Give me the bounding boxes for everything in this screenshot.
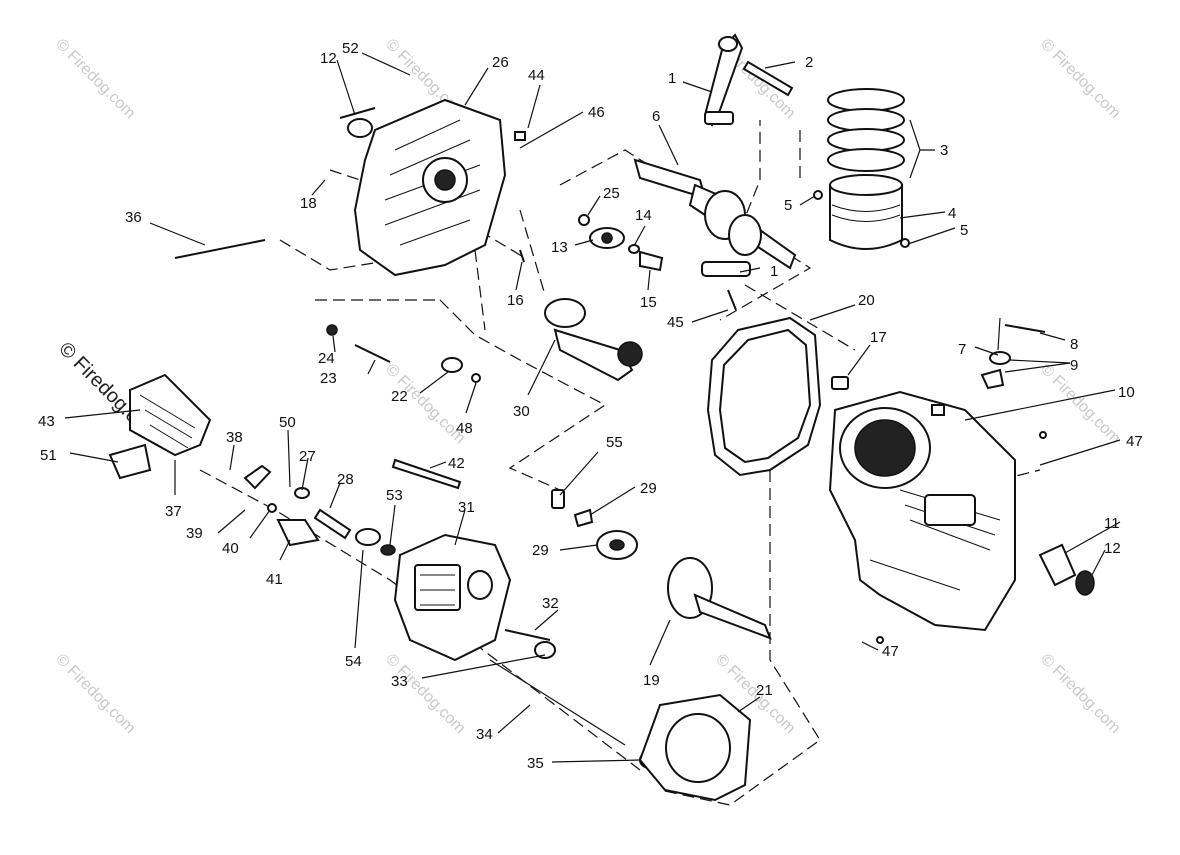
callout-28: 28 bbox=[337, 471, 354, 488]
camshaft bbox=[551, 489, 772, 640]
callout-36: 36 bbox=[125, 209, 142, 226]
callout-12: 12 bbox=[1104, 540, 1121, 557]
callout-27: 27 bbox=[299, 448, 316, 465]
connecting-rod bbox=[703, 33, 794, 127]
callout-48: 48 bbox=[456, 420, 473, 437]
callout-47: 47 bbox=[1126, 433, 1143, 450]
callout-5: 5 bbox=[784, 197, 792, 214]
watermark: © Firedog.com bbox=[52, 651, 138, 737]
callout-1: 1 bbox=[770, 263, 778, 280]
callout-18: 18 bbox=[300, 195, 317, 212]
crankcase-cover bbox=[347, 98, 507, 277]
head-gasket bbox=[638, 693, 752, 802]
callout-labels: 52 12 26 44 46 6 1 2 3 5 4 5 18 36 25 14… bbox=[38, 40, 1143, 772]
callout-46: 46 bbox=[588, 104, 605, 121]
watermark: © Firedog.com bbox=[382, 651, 468, 737]
callout-31: 31 bbox=[458, 499, 475, 516]
callout-30: 30 bbox=[513, 403, 530, 420]
crankcase bbox=[828, 376, 1016, 632]
valve-cover bbox=[108, 373, 212, 480]
push-rod-group bbox=[489, 629, 661, 769]
callout-6: 6 bbox=[652, 108, 660, 125]
watermark: © Firedog.com bbox=[1037, 361, 1123, 447]
callout-26: 26 bbox=[492, 54, 509, 71]
callout-2: 2 bbox=[805, 54, 813, 71]
oil-sensor bbox=[980, 317, 1046, 390]
callout-55: 55 bbox=[606, 434, 623, 451]
callout-41: 41 bbox=[266, 571, 283, 588]
watermark: © Firedog.com bbox=[1037, 36, 1123, 122]
cylinder-head bbox=[393, 533, 512, 662]
callout-35: 35 bbox=[527, 755, 544, 772]
piston-assembly bbox=[813, 88, 910, 250]
governor-parts bbox=[578, 214, 664, 272]
watermarks: © Firedog.com © Firedog.com © Firedog.co… bbox=[52, 36, 1123, 737]
callout-15: 15 bbox=[640, 294, 657, 311]
callout-13: 13 bbox=[551, 239, 568, 256]
callout-19: 19 bbox=[643, 672, 660, 689]
callout-1: 1 bbox=[668, 70, 676, 87]
callout-29: 29 bbox=[532, 542, 549, 559]
callout-51: 51 bbox=[40, 447, 57, 464]
callout-8: 8 bbox=[1070, 336, 1078, 353]
callout-10: 10 bbox=[1118, 384, 1135, 401]
callout-4: 4 bbox=[948, 205, 956, 222]
callout-47: 47 bbox=[882, 643, 899, 660]
callout-33: 33 bbox=[391, 673, 408, 690]
governor-shaft bbox=[544, 298, 643, 382]
callout-17: 17 bbox=[870, 329, 887, 346]
callout-11: 11 bbox=[1104, 515, 1120, 532]
callout-20: 20 bbox=[858, 292, 875, 309]
callout-32: 32 bbox=[542, 595, 559, 612]
callout-40: 40 bbox=[222, 540, 239, 557]
callout-50: 50 bbox=[279, 414, 296, 431]
callout-14: 14 bbox=[635, 207, 652, 224]
callout-25: 25 bbox=[603, 185, 620, 202]
bearing-seal-right bbox=[1038, 543, 1095, 596]
callout-39: 39 bbox=[186, 525, 203, 542]
callout-21: 21 bbox=[756, 682, 773, 699]
callout-54: 54 bbox=[345, 653, 362, 670]
callout-34: 34 bbox=[476, 726, 493, 743]
callout-23: 23 bbox=[320, 370, 337, 387]
crankshaft bbox=[633, 158, 797, 277]
callout-53: 53 bbox=[386, 487, 403, 504]
crankcase-gasket bbox=[706, 316, 822, 477]
watermark: © Firedog.com bbox=[52, 36, 138, 122]
callout-3: 3 bbox=[940, 142, 948, 159]
callout-24: 24 bbox=[318, 350, 335, 367]
callout-43: 43 bbox=[38, 413, 55, 430]
callout-38: 38 bbox=[226, 429, 243, 446]
callout-44: 44 bbox=[528, 67, 545, 84]
small-parts bbox=[174, 107, 1047, 644]
callout-22: 22 bbox=[391, 388, 408, 405]
leader-lines bbox=[64, 52, 1121, 763]
callout-52: 52 bbox=[342, 40, 359, 57]
valve-train bbox=[243, 458, 462, 556]
callout-45: 45 bbox=[667, 314, 684, 331]
callout-16: 16 bbox=[507, 292, 524, 309]
callout-29: 29 bbox=[640, 480, 657, 497]
callout-37: 37 bbox=[165, 503, 182, 520]
watermark: © Firedog.com bbox=[1037, 651, 1123, 737]
callout-9: 9 bbox=[1070, 357, 1078, 374]
callout-12: 12 bbox=[320, 50, 337, 67]
callout-5: 5 bbox=[960, 222, 968, 239]
callout-7: 7 bbox=[958, 341, 966, 358]
callout-42: 42 bbox=[448, 455, 465, 472]
